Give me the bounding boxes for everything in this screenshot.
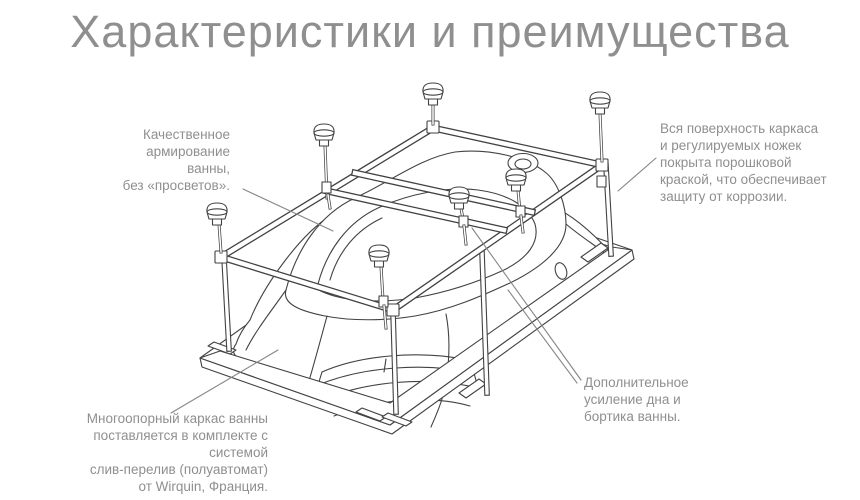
foot-plates (207, 242, 609, 427)
frame-posts (221, 163, 614, 415)
annotation-coating: Вся поверхность каркаса и регулируемых н… (660, 121, 827, 204)
annotation-reinforcement: Дополнительное усиление дна и бортика ва… (584, 375, 689, 424)
upper-frame (214, 120, 609, 317)
leader-coating (617, 157, 657, 192)
annotation-frame-kit: Многоопорный каркас ванны поставляется в… (86, 411, 268, 494)
annotation-armoring: Качественное армирование ванны, без «про… (122, 127, 230, 193)
leader-reinforcement-bottom (471, 227, 582, 381)
page-title: Характеристики и преимущества (70, 6, 790, 57)
overflow-hole (554, 262, 568, 280)
adjustable-legs (206, 82, 611, 330)
bathtub-body (232, 150, 612, 428)
leader-frame-kit (170, 349, 279, 414)
base-frame (199, 242, 635, 435)
leader-reinforcement-rim (507, 289, 578, 384)
leader-lines (170, 157, 657, 414)
leader-armoring (242, 188, 334, 232)
